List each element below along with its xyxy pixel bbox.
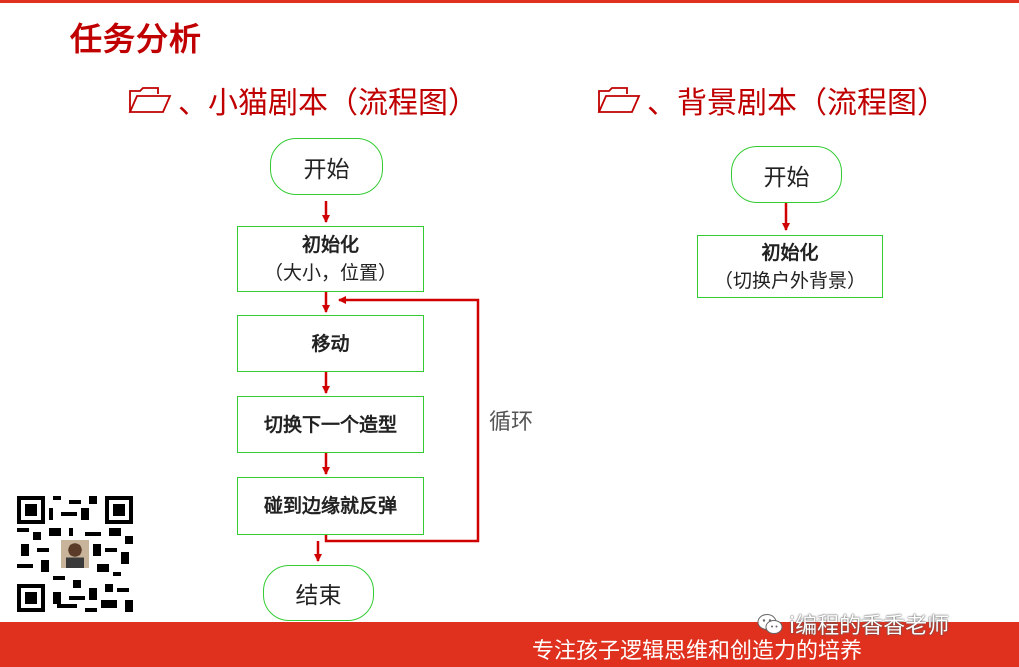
cat-next-costume-node: 切换下一个造型 [237, 396, 424, 453]
cat-init-node: 初始化 （大小，位置） [237, 226, 424, 292]
qr-code-icon [17, 496, 133, 612]
loop-label: 循环 [489, 404, 533, 436]
cat-start-label: 开始 [304, 150, 350, 184]
cat-move-node: 移动 [237, 315, 424, 372]
wechat-icon [757, 613, 783, 635]
bg-start-label: 开始 [764, 158, 810, 192]
bg-init-node: 初始化 （切换户外背景） [697, 235, 883, 298]
cat-bounce-label: 碰到边缘就反弹 [264, 492, 397, 520]
watermark-text: i编程的香香老师 [789, 608, 949, 640]
cat-start-node: 开始 [270, 138, 383, 195]
bg-init-detail: （切换户外背景） [714, 267, 866, 295]
bg-init-label: 初始化 [761, 239, 818, 267]
watermark: i编程的香香老师 [757, 608, 949, 640]
cat-end-label: 结束 [296, 576, 342, 610]
cat-move-label: 移动 [311, 330, 349, 358]
cat-next-costume-label: 切换下一个造型 [264, 411, 397, 439]
cat-init-detail: （大小，位置） [264, 259, 397, 287]
cat-init-label: 初始化 [302, 231, 359, 259]
cat-end-node: 结束 [263, 565, 374, 621]
cat-bounce-node: 碰到边缘就反弹 [237, 477, 424, 535]
bg-start-node: 开始 [731, 146, 842, 203]
